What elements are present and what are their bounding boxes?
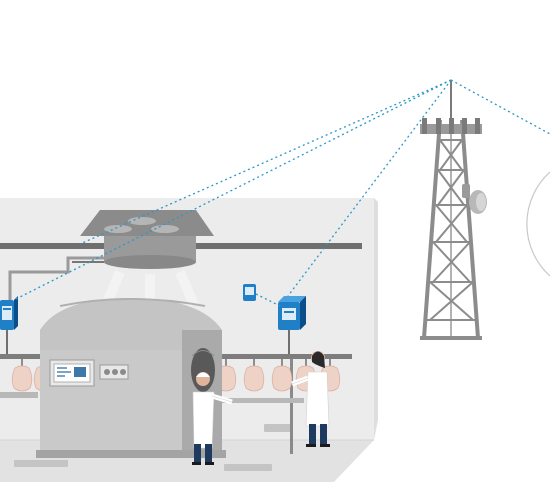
machine-hood [40,298,222,350]
poultry-carcass-icon [243,359,265,392]
wireless-sensor-icon [278,296,306,354]
poultry-carcass-icon [271,359,293,392]
wireless-sensor-icon [243,284,256,301]
hood-pipe [8,256,104,305]
worker-icon [291,351,330,447]
machine-plinth [36,450,226,458]
processing-machine [36,298,226,458]
cloud-node-circle [526,171,550,277]
room-right-wall [374,198,378,440]
wireless-link-line [450,79,550,135]
poultry-carcass-icon [11,359,33,392]
cell-tower-icon [420,80,487,340]
hood-vent [104,255,196,269]
wireless-sensor-icon [0,296,18,354]
floor-tile [264,424,292,432]
worker-icon [192,372,233,465]
processing-bench [0,392,38,398]
extraction-hood-icon [0,210,362,307]
wireless-link-line [287,79,452,297]
floor-tile [14,460,68,467]
wireless-link-group [13,79,550,307]
wireless-link-line [13,79,452,301]
control-panel-icon [49,359,129,387]
floor-tile [224,464,272,471]
conveyor-rail-support [290,359,293,454]
